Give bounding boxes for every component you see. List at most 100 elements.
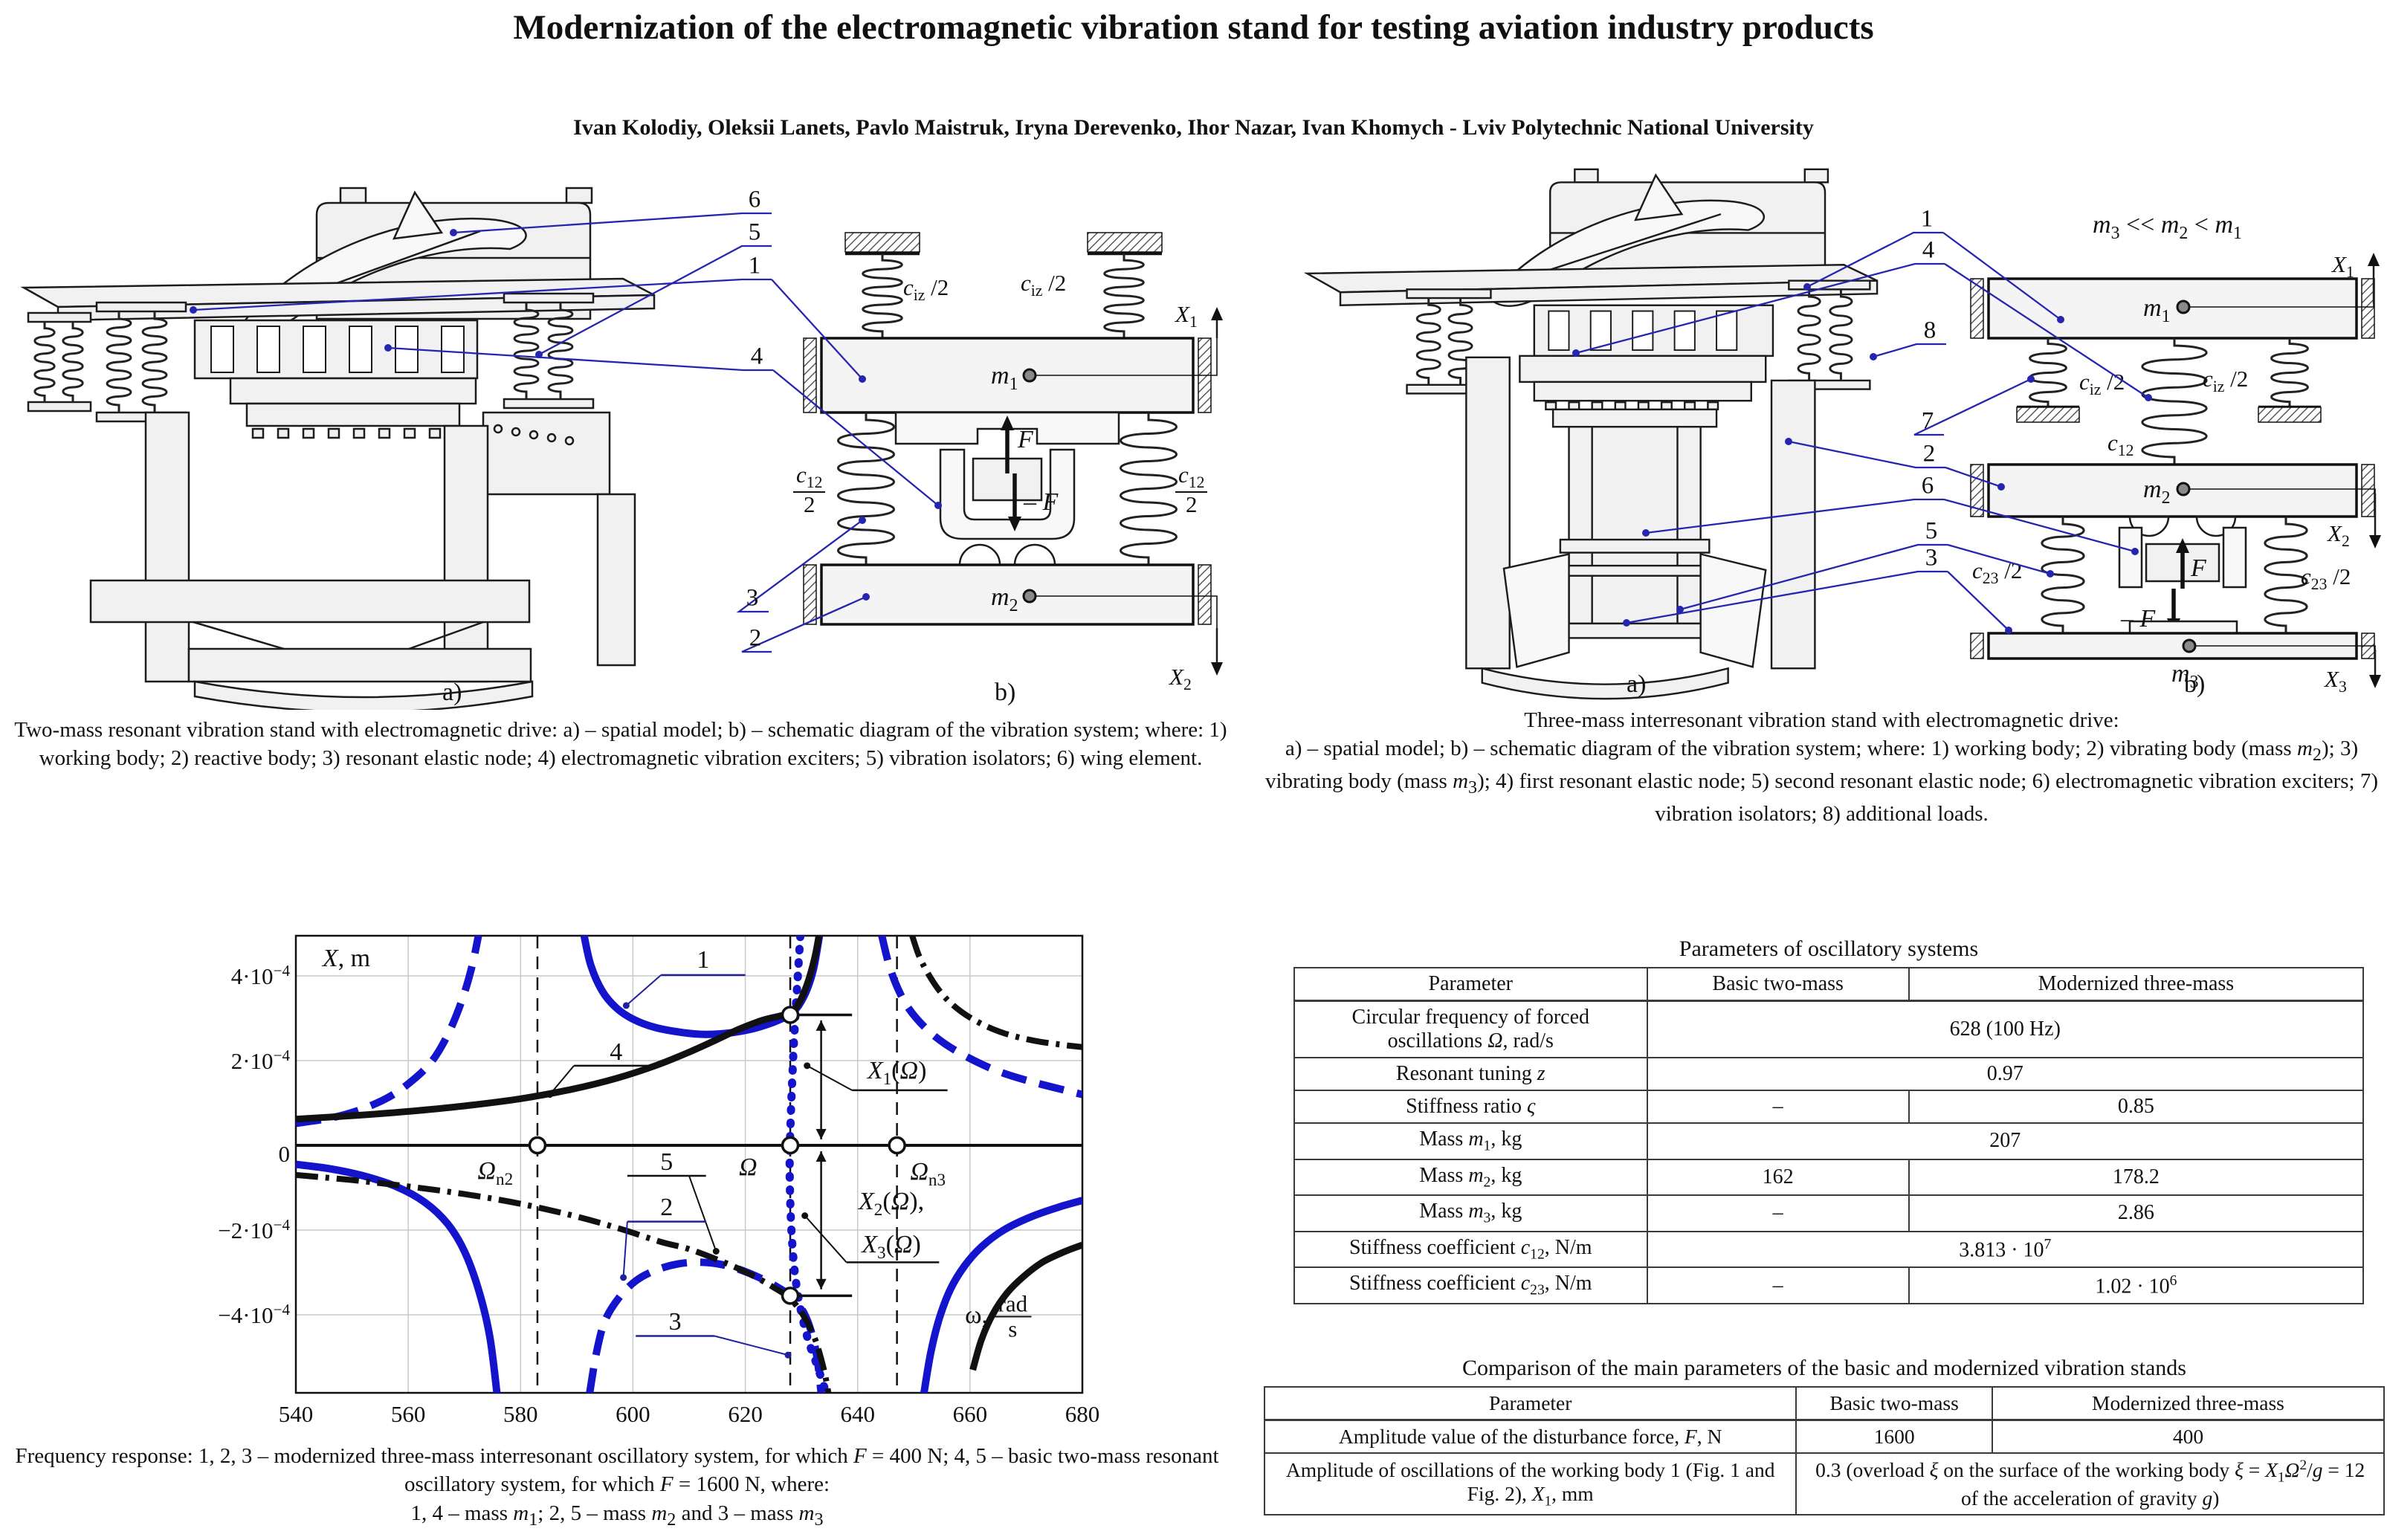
chart-curve-1 (296, 1160, 501, 1393)
mass-inequality: m3 << m2 < m1 (2093, 211, 2242, 243)
fig2-callout-7: 7 (1921, 407, 1934, 435)
m1-label: m1 (991, 362, 1018, 394)
resonant-spring-c12 (837, 412, 895, 565)
fig1-callout-5: 5 (748, 219, 761, 246)
x1-annotation-leader (807, 1064, 853, 1091)
m2-label: m2 (2143, 476, 2171, 508)
curve-label-2-leader (622, 1221, 628, 1278)
comparison-table-cell-0-0: Amplitude value of the disturbance force… (1263, 1419, 1797, 1454)
mass-m1-body (1987, 277, 2358, 340)
curve-label-3-dot (784, 1351, 792, 1359)
table1-title: Parameters of oscillatory systems (1679, 936, 1979, 961)
parameters-table-cell-2-0: Stiffness ratio ς (1293, 1090, 1648, 1124)
x1-annotation-dot (804, 1062, 811, 1070)
curve-label-1-dot (622, 1002, 630, 1009)
machine-frame (1303, 168, 1879, 700)
c23-left-label: c23 /2 (1972, 557, 2023, 588)
curve-label-5-dot (712, 1248, 720, 1255)
curve-label-1-leader (625, 974, 662, 1006)
fig2-callout-5: 5 (1925, 517, 1938, 545)
suspended-cylinder (1568, 426, 1702, 625)
fig2-callout-4: 4 (1922, 236, 1935, 264)
marker-circle (781, 1136, 800, 1155)
comparison-table-cell-0-1: 1600 (1795, 1419, 1993, 1454)
parameters-table-row-7: Stiffness coefficient c23, N/m–1.02 · 10… (1293, 1266, 2365, 1304)
parameters-table-row-2: Stiffness ratio ς–0.85 (1293, 1090, 2365, 1124)
x-tick-680: 680 (1065, 1401, 1100, 1427)
parameters-table-cell-3-0: Mass m1, kg (1293, 1122, 1648, 1160)
comparison-table-cell-1-1: 0.3 (overload ξ on the surface of the wo… (1795, 1452, 2385, 1515)
comparison-table-row-0: Amplitude value of the disturbance force… (1263, 1419, 2386, 1454)
x3-annotation-dot (801, 1212, 809, 1220)
comparison-table-header-2: Modernized three-mass (1991, 1386, 2386, 1421)
x1-label: X1 (2332, 251, 2354, 282)
comparison-table-header-0: Parameter (1263, 1386, 1797, 1421)
x2-label: X2 (1169, 664, 1192, 694)
comparison-table-section: Comparison of the main parameters of the… (1263, 1356, 2386, 1515)
parameters-table-header-0: Parameter (1293, 967, 1648, 1002)
mass-m2-body (1987, 463, 2358, 518)
curve-label-5: 5 (660, 1148, 674, 1176)
parameters-table-cell-0-1: 628 (100 Hz) (1646, 1000, 2365, 1058)
parameters-table-cell-5-0: Mass m3, kg (1293, 1194, 1648, 1232)
table2-title: Comparison of the main parameters of the… (1462, 1356, 2186, 1380)
parameters-table-cell-5-2: 2.86 (1908, 1194, 2365, 1232)
isolator-spring (1103, 253, 1145, 338)
parameters-table-cell-2-2: 0.85 (1908, 1090, 2365, 1124)
fig2-callout-3: 3 (1925, 544, 1938, 572)
x-tick-660: 660 (952, 1401, 988, 1427)
chart-curve-2 (878, 936, 1082, 1099)
omega-n3: Ωn3 (910, 1157, 946, 1190)
figure-2-three-mass-stand: m3 << m2 < m1 X1 m1 ciz /2 ciz /2 c12 m2… (1256, 97, 2387, 892)
parameters-table-header-1: Basic two-mass (1646, 967, 1910, 1002)
parameters-table-cell-3-1: 207 (1646, 1122, 2365, 1160)
comparison-table-cell-0-2: 400 (1991, 1419, 2386, 1454)
ciz-left-label: ciz /2 (903, 274, 949, 305)
curve-label-1: 1 (697, 946, 710, 974)
parameters-table-cell-7-1: – (1646, 1266, 1910, 1304)
x-tick-540: 540 (278, 1401, 314, 1427)
parameters-table-row-5: Mass m3, kg–2.86 (1293, 1194, 2365, 1232)
resonant-spring-c12 (1120, 412, 1178, 565)
mass-m2-body (820, 563, 1195, 626)
x-tick-640: 640 (840, 1401, 875, 1427)
fig2-schematic-diagram: m3 << m2 < m1 X1 m1 ciz /2 ciz /2 c12 m2… (1951, 208, 2383, 696)
chart-curve-5 (296, 1171, 832, 1393)
electromagnet-core (2222, 526, 2247, 589)
fig2-spatial-model-drawing (1303, 168, 1879, 700)
comparison-table-cell-1-0: Amplitude of oscillations of the working… (1263, 1452, 1797, 1515)
curve-label-4-leader (549, 1065, 575, 1096)
isolator-spring (2029, 338, 2067, 407)
parameters-table-cell-4-2: 178.2 (1908, 1158, 2365, 1197)
x2-label: X2 (2328, 520, 2350, 551)
ciz-left-label: ciz /2 (2079, 369, 2125, 399)
plot-border (294, 934, 1084, 1394)
parameters-table-cell-1-1: 0.97 (1646, 1057, 2365, 1091)
marker-circle (528, 1136, 547, 1155)
c23-right-label: c23 /2 (2301, 563, 2351, 594)
marker-circle (888, 1136, 906, 1155)
fig1-spatial-model-drawing (20, 187, 656, 710)
m1-label: m1 (2143, 294, 2171, 326)
fig1-callout-4: 4 (750, 343, 763, 370)
y-tick--2: −2·10−4 (218, 1215, 290, 1244)
curve-label-4-dot (546, 1091, 554, 1099)
parameters-table-cell-4-1: 162 (1646, 1158, 1910, 1197)
chart-curve-2 (586, 1258, 825, 1393)
x3-label: X3 (2325, 666, 2347, 696)
fig2-panel-a-label: a) (1627, 670, 1647, 698)
ciz-right-label: ciz /2 (2203, 366, 2249, 396)
curve-label-4: 4 (610, 1038, 623, 1066)
isolator-spring (2270, 338, 2309, 407)
